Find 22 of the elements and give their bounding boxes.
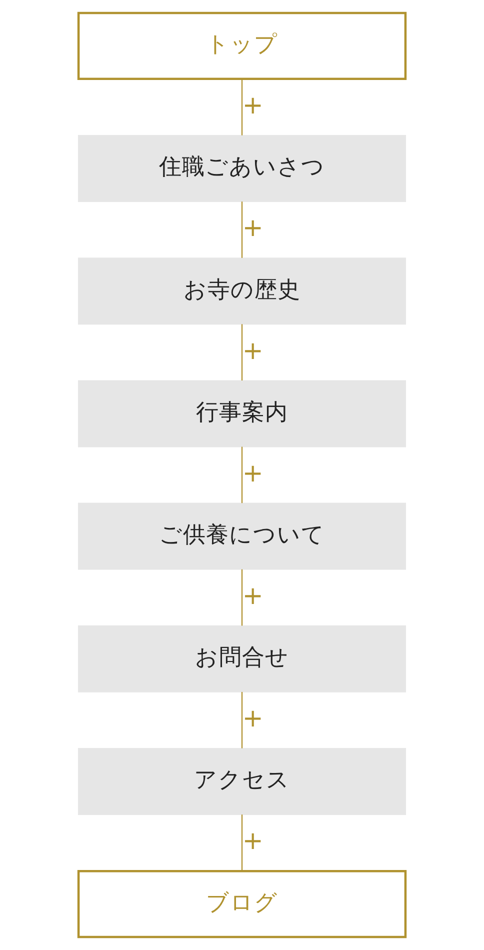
connector (241, 692, 243, 748)
connector (241, 78, 243, 136)
node-box: お問合せ (78, 625, 406, 692)
edge-label: + (242, 336, 264, 365)
connector (241, 202, 243, 258)
connector (241, 569, 243, 626)
connector (241, 324, 243, 380)
edge-label: + (242, 458, 264, 488)
node-box: 住職ごあいさつ (78, 135, 406, 202)
connector (241, 446, 243, 504)
edge-label: + (242, 213, 264, 242)
node-box: 行事案内 (78, 380, 406, 448)
connector (241, 814, 243, 871)
node-box: お寺の歴史 (78, 258, 406, 325)
edge-label: + (242, 580, 264, 610)
edge-label: + (242, 704, 264, 733)
node-box: ご供養について (78, 502, 406, 570)
node-box: アクセス (78, 748, 406, 815)
node-box: トップ (77, 12, 407, 80)
node-box: ブログ (77, 870, 407, 938)
edge-label: + (242, 90, 264, 120)
edge-label: + (242, 826, 264, 856)
